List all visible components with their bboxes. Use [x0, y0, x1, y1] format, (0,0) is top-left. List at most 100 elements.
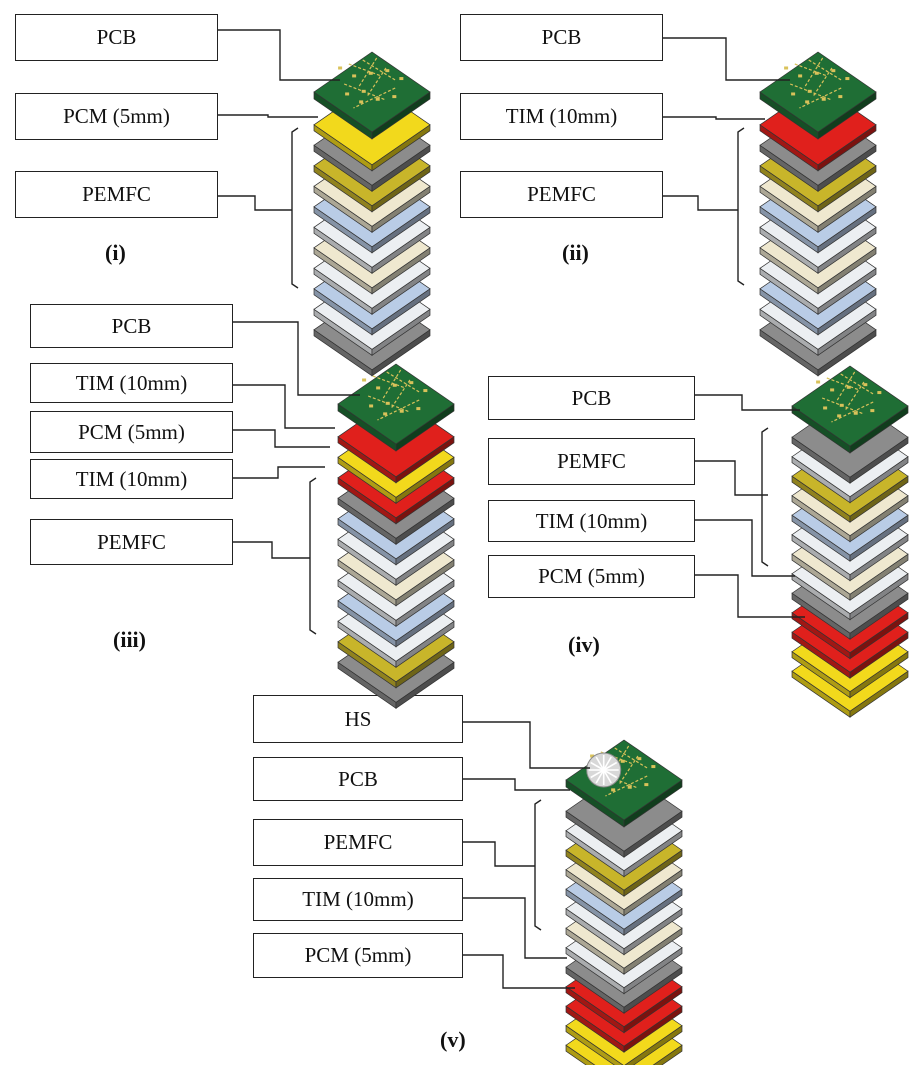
pemfc-bracket [534, 799, 542, 931]
pcb-chip [345, 92, 350, 96]
label-tim: TIM (10mm) [488, 500, 695, 542]
leader-line [463, 897, 567, 959]
pcb-chip [362, 378, 367, 382]
leader-line [233, 429, 330, 448]
pcb-chip [376, 386, 381, 390]
pcb-chip [361, 89, 366, 93]
pcb-trace [803, 57, 824, 89]
label-tim: TIM (10mm) [460, 93, 663, 140]
pcb-chip [637, 757, 642, 761]
pcb-trace [605, 775, 648, 797]
pcb-slab-top-face [337, 363, 455, 445]
leader-line [233, 541, 310, 559]
pcb-chip [392, 95, 397, 99]
leader-line [663, 37, 790, 81]
pcb-chip [863, 383, 868, 387]
pcb-trace [618, 755, 639, 785]
panel-caption: (iv) [568, 632, 600, 657]
panel-caption: (i) [105, 240, 126, 265]
pcb-trace [840, 373, 874, 395]
pcb-slab-top-face [313, 51, 431, 133]
leader-line [233, 384, 335, 429]
pcb-trace [386, 371, 420, 393]
pcb-trace [799, 87, 842, 109]
label-pcm: PCM (5mm) [488, 555, 695, 598]
pcb-chip [620, 759, 625, 763]
heat-sink-fin [603, 769, 618, 779]
pcb-chip [805, 100, 810, 104]
pcb-trace [808, 59, 842, 81]
leader-line [463, 841, 535, 867]
leader-line [218, 114, 318, 118]
label-pemfc: PEMFC [253, 819, 463, 866]
pcb-chip [385, 69, 390, 73]
pcb-chip [877, 391, 882, 395]
label-pcb: PCB [30, 304, 233, 348]
pcb-trace [366, 67, 387, 97]
pcb-chip [352, 74, 357, 78]
pcb-trace [812, 67, 833, 97]
leader-line [695, 394, 800, 411]
leader-line [463, 954, 575, 989]
label-pemfc: PEMFC [15, 171, 218, 218]
pcb-chip [853, 411, 858, 415]
pcb-chip [807, 89, 812, 93]
leader-line [218, 29, 340, 81]
pcb-chip [368, 71, 373, 75]
pcb-chip [837, 414, 842, 418]
pcb-chip [383, 412, 388, 416]
heat-sink-fin [603, 769, 612, 784]
panel-caption: (ii) [562, 240, 589, 265]
leader-line [463, 721, 590, 769]
pcb-chip [823, 406, 828, 410]
pcb-trace [348, 63, 382, 77]
pcb-trace [377, 399, 420, 421]
pcb-chip [651, 765, 656, 769]
pcb-chip [845, 77, 850, 81]
leader-line [663, 116, 765, 120]
label-pemfc: PEMFC [30, 519, 233, 565]
leader-line [233, 321, 360, 396]
pcb-chip [392, 383, 397, 387]
pcb-slab-top-face [791, 365, 909, 447]
pcb-trace [609, 745, 630, 777]
heat-sink-fin [590, 769, 605, 779]
label-pcb: PCB [15, 14, 218, 61]
leader-line [233, 466, 325, 479]
pcb-chip [399, 77, 404, 81]
pcb-trace [614, 747, 648, 769]
leader-line [695, 574, 805, 618]
pcb-trace [831, 401, 874, 423]
pcb-trace [390, 379, 411, 409]
pcb-chip [816, 380, 821, 384]
pemfc-bracket [309, 477, 317, 635]
heat-sink-fin [590, 761, 605, 771]
pcb-chip [409, 381, 414, 385]
leader-line [218, 195, 292, 211]
label-tim: TIM (10mm) [30, 459, 233, 499]
pcb-trace [357, 57, 378, 89]
pcb-chip [798, 74, 803, 78]
label-pemfc: PEMFC [488, 438, 695, 485]
leader-line [695, 519, 795, 577]
heat-sink-fin [595, 769, 605, 784]
heat-sink-fin [603, 761, 618, 771]
label-pcb: PCB [460, 14, 663, 61]
pcb-chip [830, 388, 835, 392]
pcb-chip [821, 97, 826, 101]
pcb-chip [846, 385, 851, 389]
pcb-slab-top-face [759, 51, 877, 133]
pcb-chip [831, 69, 836, 73]
pcb-chip [359, 100, 364, 104]
pcb-chip [611, 788, 616, 792]
label-tim: TIM (10mm) [30, 363, 233, 403]
pcb-chip [338, 66, 343, 70]
pcb-chip [590, 754, 595, 758]
pcb-trace [835, 371, 856, 403]
pcb-trace [362, 59, 396, 81]
pcb-chip [839, 403, 844, 407]
pcb-trace [794, 63, 828, 77]
pcb-chip [627, 785, 632, 789]
panel-caption: (v) [440, 1027, 466, 1052]
